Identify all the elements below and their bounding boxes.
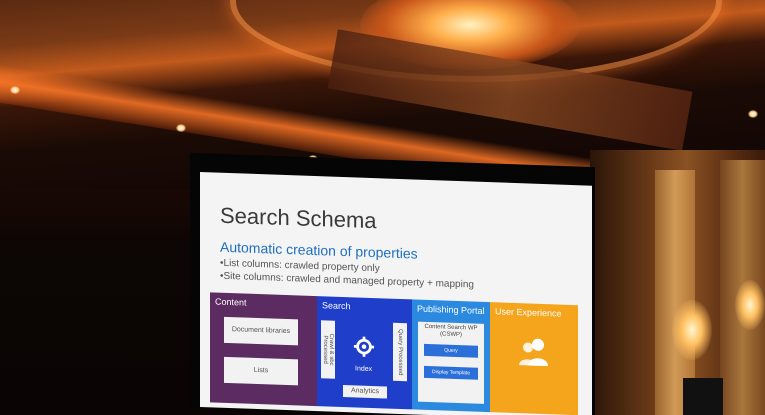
content-panel-header: Content	[215, 296, 247, 308]
crawl-processor-box: Crawl & sbc Processed	[321, 320, 335, 379]
analytics-box: Analytics	[343, 384, 387, 399]
ceiling-light	[10, 86, 20, 94]
cswp-label: Content Search WP (CSWP)	[424, 323, 478, 339]
ux-panel-header: User Experience	[495, 306, 562, 319]
publishing-portal-panel: Publishing Portal Content Search WP (CSW…	[412, 299, 490, 413]
gear-icon	[353, 336, 375, 357]
portal-panel-header: Publishing Portal	[417, 303, 485, 316]
document-libraries-box: Document libraries	[224, 316, 298, 346]
bullet-list: List columns: crawled property only Site…	[220, 257, 474, 292]
ceiling-light	[176, 124, 186, 132]
cswp-box: Content Search WP (CSWP) Query Display T…	[418, 321, 484, 404]
search-panel: Search Crawl & sbc Processed Query Proce…	[317, 296, 412, 410]
user-experience-panel: User Experience	[490, 302, 578, 415]
ceiling-light	[748, 110, 758, 118]
wall-sconce	[735, 280, 765, 330]
speaker-box	[683, 378, 723, 415]
carved-pillar	[655, 170, 695, 415]
people-icon	[519, 338, 548, 367]
search-panel-header: Search	[322, 300, 351, 312]
index-label: Index	[355, 365, 373, 374]
lists-box: Lists	[224, 356, 298, 386]
query-processor-box: Query Processed	[393, 322, 407, 382]
slide-title: Search Schema	[220, 202, 377, 234]
wall-sconce	[672, 300, 712, 360]
content-panel: Content Document libraries Lists	[210, 292, 317, 407]
display-template-block: Display Template	[424, 365, 478, 380]
projected-slide: Search Schema Automatic creation of prop…	[200, 172, 592, 415]
query-block: Query	[424, 343, 478, 358]
